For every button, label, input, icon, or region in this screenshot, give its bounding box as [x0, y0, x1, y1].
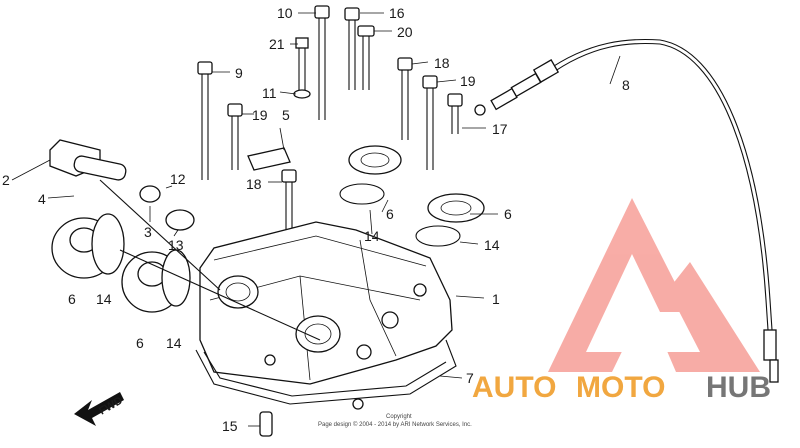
callout-9: 9 — [235, 65, 243, 81]
callout-1: 1 — [492, 291, 500, 307]
callout-20: 20 — [397, 24, 413, 40]
callout-18-lower: 18 — [246, 176, 262, 192]
callout-19-right: 19 — [460, 73, 476, 89]
throttle-cable — [474, 38, 779, 383]
callout-3: 3 — [144, 224, 152, 240]
leader-lines — [11, 12, 621, 427]
callout-13: 13 — [168, 237, 184, 253]
watermark-text: AUTO MOTO HUB — [472, 371, 771, 404]
callout-4: 4 — [38, 191, 46, 207]
callout-19-left: 19 — [252, 107, 268, 123]
callout-14-c: 14 — [364, 228, 380, 244]
callout-6-d: 6 — [504, 206, 512, 222]
callout-17: 17 — [492, 121, 508, 137]
gasket — [195, 339, 457, 410]
callout-15: 15 — [222, 418, 238, 434]
watermark-auto: AUTO — [472, 371, 556, 404]
forward-arrow — [74, 392, 124, 426]
callout-18-top: 18 — [434, 55, 450, 71]
bolts-group — [197, 5, 463, 230]
callout-8: 8 — [622, 77, 630, 93]
callout-21: 21 — [269, 36, 285, 52]
callout-6-c: 6 — [386, 206, 394, 222]
callout-11: 11 — [262, 85, 277, 101]
callout-6-a: 6 — [68, 291, 76, 307]
decompressor-assembly — [49, 139, 321, 341]
callout-14-a: 14 — [96, 291, 112, 307]
copyright-line1: Copyright — [386, 414, 412, 420]
callout-7: 7 — [466, 370, 474, 386]
copyright: Copyright Page design © 2004 - 2014 by A… — [318, 414, 472, 428]
callout-14-b: 14 — [166, 335, 182, 351]
left-caps — [51, 213, 191, 313]
fwd-label: FWD — [97, 395, 125, 418]
copyright-line2: Page design © 2004 - 2014 by ARI Network… — [318, 421, 472, 428]
dowel-pin — [259, 411, 273, 437]
callout-14-d: 14 — [484, 237, 500, 253]
callout-5: 5 — [282, 107, 290, 123]
right-caps — [339, 145, 485, 247]
watermark-moto: MOTO — [576, 371, 665, 404]
head-cover — [199, 221, 453, 385]
watermark-hub: HUB — [706, 371, 771, 404]
callout-2: 2 — [2, 172, 10, 188]
callout-16: 16 — [389, 5, 405, 21]
callout-12: 12 — [170, 171, 186, 187]
watermark-logo-mark — [548, 198, 760, 372]
callout-6-b: 6 — [136, 335, 144, 351]
callout-10: 10 — [277, 5, 293, 21]
